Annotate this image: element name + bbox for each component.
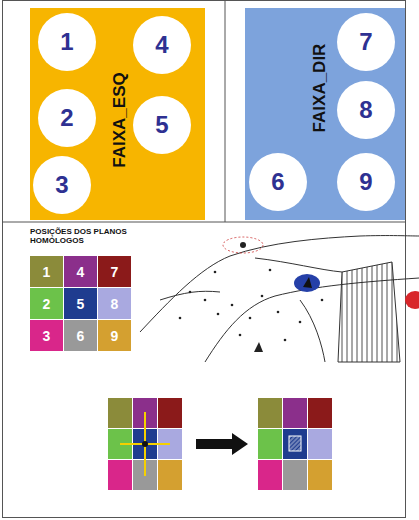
grid-cell: 8 — [98, 288, 131, 319]
grid-cell: 9 — [98, 320, 131, 351]
grid-cell: 2 — [30, 288, 63, 319]
grid-before — [108, 398, 182, 490]
strip-left: FAIXA_ESQ 1 4 2 5 3 — [30, 8, 205, 220]
position-number: 5 — [155, 111, 168, 139]
grid-cell: 3 — [30, 320, 63, 351]
position-circle: 5 — [133, 96, 191, 154]
position-number: 6 — [271, 168, 284, 196]
position-circle: 8 — [337, 81, 395, 139]
position-number: 1 — [60, 28, 73, 56]
cell-number: 3 — [43, 328, 51, 344]
arrow — [196, 433, 248, 455]
map-dots — [179, 269, 324, 342]
position-circle: 1 — [38, 13, 96, 71]
position-circle: 2 — [38, 89, 96, 147]
blue-marker — [294, 274, 320, 292]
cell-number: 6 — [77, 328, 85, 344]
position-circle: 9 — [337, 153, 395, 211]
grid-cell: 1 — [30, 256, 63, 287]
grid-after — [258, 398, 332, 490]
position-circle: 7 — [337, 13, 395, 71]
grid-cell: 6 — [64, 320, 97, 351]
cell-number: 8 — [111, 296, 119, 312]
cell-number: 7 — [111, 264, 119, 280]
table-frame — [2, 0, 406, 518]
position-number: 3 — [55, 171, 68, 199]
strip-panel-right — [245, 8, 405, 220]
red-marker — [405, 291, 419, 309]
cell-number: 1 — [43, 264, 51, 280]
position-circle: 6 — [249, 153, 307, 211]
position-number: 4 — [155, 31, 168, 59]
cell-number: 2 — [43, 296, 51, 312]
position-number: 9 — [359, 168, 372, 196]
strip-label: FAIXA_ESQ — [110, 72, 130, 167]
marker-triangle — [303, 277, 312, 288]
position-circle: 4 — [133, 16, 191, 74]
cell-number: 4 — [77, 264, 85, 280]
grid-title: POSIÇÕES DOS PLANOS HOMÓLOGOS — [30, 227, 148, 245]
cell-number: 5 — [77, 296, 85, 312]
position-number: 8 — [359, 96, 372, 124]
map-sketch — [140, 236, 419, 362]
marked-area — [223, 237, 263, 253]
position-number: 2 — [60, 104, 73, 132]
map-triangle — [254, 342, 263, 352]
grid-cell: 7 — [98, 256, 131, 287]
strip-panel-left — [30, 8, 205, 220]
grid-cell: 5 — [64, 288, 97, 319]
position-circle: 3 — [33, 156, 91, 214]
grid-cell: 4 — [64, 256, 97, 287]
strip-label: FAIXA_DIR — [310, 44, 330, 133]
map-point — [240, 242, 246, 248]
cell-number: 9 — [111, 328, 119, 344]
strip-right: FAIXA_DIR 7 8 6 9 — [245, 8, 405, 220]
position-number: 7 — [359, 28, 372, 56]
